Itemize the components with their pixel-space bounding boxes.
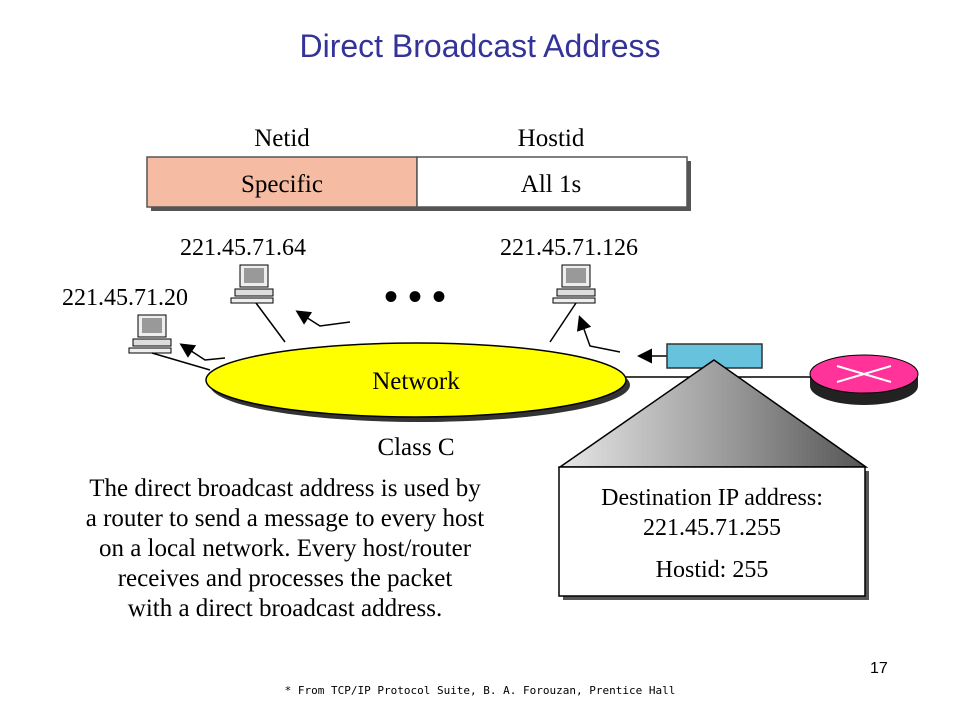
- netid-header: Netid: [254, 125, 310, 152]
- host-ip-label: 221.45.71.64: [180, 235, 306, 261]
- slide-title: Direct Broadcast Address: [299, 28, 661, 64]
- address-format-table: Netid Hostid Specific All 1s: [146, 125, 691, 211]
- description-line: on a local network. Every host/router: [98, 535, 472, 562]
- host-link: [549, 302, 577, 343]
- hostid-value-line: Hostid: 255: [656, 557, 769, 583]
- host-ip-label: 221.45.71.126: [500, 235, 638, 261]
- packet-detail-box: [558, 466, 866, 597]
- broadcast-arrow: [295, 310, 351, 327]
- class-label: Class C: [377, 434, 454, 461]
- description-line: The direct broadcast address is used by: [89, 475, 481, 502]
- host-link: [255, 302, 286, 343]
- ellipsis-dots: • • •: [384, 274, 446, 319]
- footnote: * From TCP/IP Protocol Suite, B. A. Foro…: [284, 684, 676, 697]
- computer-icon: [230, 264, 274, 304]
- description-text: The direct broadcast address is used by …: [50, 474, 520, 624]
- hostid-value: All 1s: [521, 171, 581, 198]
- hostid-cell: [416, 156, 688, 208]
- router-icon: [809, 354, 919, 405]
- network-label: Network: [372, 368, 460, 395]
- destination-ip: 221.45.71.255: [643, 515, 781, 541]
- netid-cell: [146, 156, 418, 208]
- netid-value: Specific: [241, 171, 323, 198]
- description-line: receives and processes the packet: [117, 565, 453, 592]
- host-ip-label: 221.45.71.20: [62, 285, 188, 311]
- host-link: [151, 352, 211, 371]
- hostid-header: Hostid: [518, 125, 585, 152]
- page-number: 17: [870, 660, 888, 677]
- broadcast-arrow: [576, 315, 621, 353]
- network-ellipse: [205, 342, 630, 422]
- computer-icon: [128, 314, 172, 354]
- description-line: with a direct broadcast address.: [127, 595, 443, 622]
- broadcast-arrow: [179, 343, 226, 361]
- description-line: a router to send a message to every host: [85, 505, 485, 532]
- destination-label: Destination IP address:: [601, 485, 823, 511]
- computer-icon: [552, 264, 596, 304]
